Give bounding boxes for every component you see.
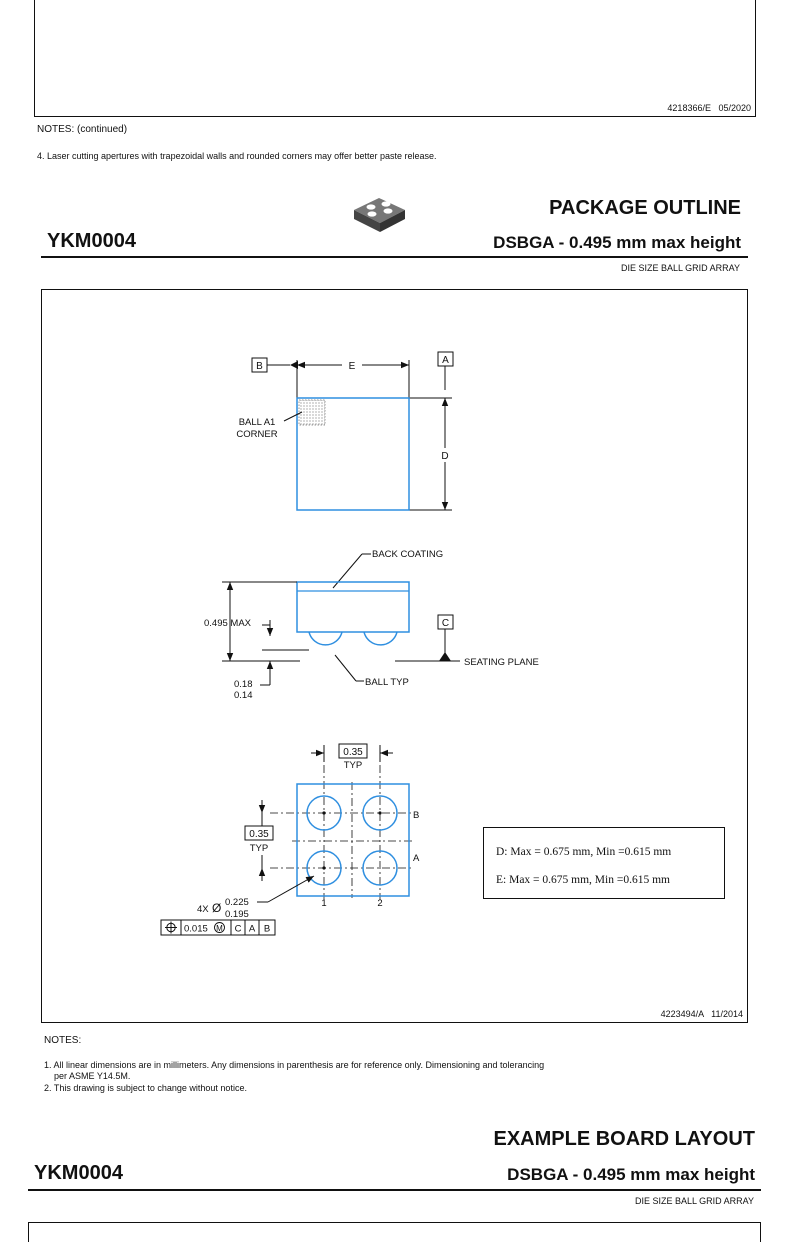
tol-ref-a: A bbox=[249, 924, 256, 935]
board-part-number: YKM0004 bbox=[34, 1162, 123, 1184]
package-part-number: YKM0004 bbox=[47, 230, 136, 252]
previous-drawing-id: 4218366/E 05/2020 bbox=[667, 103, 751, 113]
datum-b-label: B bbox=[256, 361, 263, 372]
standoff-max: 0.18 bbox=[234, 679, 253, 690]
die-top-outline bbox=[296, 397, 410, 511]
tol-ref-c: C bbox=[235, 924, 242, 935]
die-bottom-outline bbox=[296, 783, 410, 897]
package-header-rule bbox=[41, 256, 748, 258]
pitch-top-value: 0.35 bbox=[343, 747, 363, 758]
datum-c-label: C bbox=[442, 618, 449, 629]
back-coating-label: BACK COATING bbox=[372, 549, 443, 560]
notes-continued-item: 4. Laser cutting apertures with trapezoi… bbox=[37, 151, 437, 161]
ball-b2 bbox=[362, 795, 398, 831]
ball-dia-max: 0.225 bbox=[225, 897, 249, 908]
ball-dia-min: 0.195 bbox=[225, 909, 249, 920]
tolerance-value: 0.015 bbox=[184, 924, 208, 935]
dimension-row-e: E: Max = 0.675 mm, Min =0.615 mm bbox=[496, 874, 670, 886]
pitch-top-typ: TYP bbox=[344, 760, 362, 771]
previous-drawing-frame: 4218366/E 05/2020 bbox=[34, 0, 756, 117]
board-layout-frame bbox=[28, 1222, 761, 1242]
die-side-body bbox=[296, 581, 410, 633]
ball-typ-label: BALL TYP bbox=[365, 677, 409, 688]
board-layout-title: EXAMPLE BOARD LAYOUT bbox=[493, 1128, 755, 1150]
dim-d-label: D bbox=[441, 451, 448, 462]
notes-continued-heading: NOTES: (continued) bbox=[37, 124, 128, 135]
package-outline-drawing: B E A D BALL A1 CORNER BACK COATING bbox=[160, 351, 539, 936]
note-1: 1. All linear dimensions are in millimet… bbox=[44, 1060, 545, 1070]
board-header-rule bbox=[28, 1189, 761, 1191]
tolerance-modifier: M bbox=[216, 924, 223, 933]
ball-a1-label-2: CORNER bbox=[236, 429, 277, 440]
board-type-label: DIE SIZE BALL GRID ARRAY bbox=[634, 1196, 754, 1206]
col-2-label: 2 bbox=[377, 898, 382, 909]
notes-heading: NOTES: bbox=[44, 1035, 82, 1046]
pitch-top-box bbox=[338, 743, 368, 759]
pitch-left-box bbox=[244, 825, 274, 841]
pitch-left-value: 0.35 bbox=[249, 829, 269, 840]
package-type-label: DIE SIZE BALL GRID ARRAY bbox=[620, 263, 740, 273]
package-subtitle: DSBGA - 0.495 mm max height bbox=[493, 233, 741, 252]
side-ball-1 bbox=[308, 631, 343, 646]
row-b-label: B bbox=[413, 810, 419, 821]
feature-control-frame: 0.015 M C A B bbox=[160, 919, 276, 936]
note-1-cont: per ASME Y14.5M. bbox=[44, 1071, 131, 1081]
package-outline-frame: 4223494/A 11/2014 bbox=[41, 289, 748, 1023]
col-1-label: 1 bbox=[321, 898, 326, 909]
standoff-min: 0.14 bbox=[234, 690, 253, 701]
ball-a1-marker bbox=[298, 399, 326, 426]
note-2: 2. This drawing is subject to change wit… bbox=[44, 1083, 247, 1093]
pitch-left-typ: TYP bbox=[250, 843, 268, 854]
package-icon bbox=[351, 192, 409, 234]
ball-a1-label-1: BALL A1 bbox=[239, 417, 276, 428]
seating-plane-label: SEATING PLANE bbox=[464, 657, 539, 668]
side-view: BACK COATING 0.495 MAX C SEATING PLANE 0… bbox=[204, 549, 539, 701]
side-ball-2 bbox=[363, 631, 398, 646]
ball-a2 bbox=[362, 850, 398, 886]
dimension-row-d: D: Max = 0.675 mm, Min =0.615 mm bbox=[496, 846, 672, 858]
tol-ref-b: B bbox=[264, 924, 270, 935]
ball-b1 bbox=[306, 795, 342, 831]
datum-a-label: A bbox=[442, 355, 449, 366]
package-drawing-id: 4223494/A 11/2014 bbox=[660, 1009, 743, 1019]
diameter-symbol: Ø bbox=[212, 901, 221, 915]
ball-count-label: 4X bbox=[197, 904, 209, 915]
top-view: B E A D BALL A1 CORNER bbox=[236, 351, 454, 511]
ball-a1 bbox=[306, 850, 342, 886]
package-outline-title: PACKAGE OUTLINE bbox=[549, 197, 741, 219]
max-height-label: 0.495 MAX bbox=[204, 618, 252, 629]
dimension-table: D: Max = 0.675 mm, Min =0.615 mm E: Max … bbox=[483, 827, 725, 899]
board-subtitle: DSBGA - 0.495 mm max height bbox=[507, 1165, 755, 1184]
row-a-label: A bbox=[413, 853, 420, 864]
bottom-view: 0.35 TYP B A 1 2 0.35 TYP 4X bbox=[160, 743, 420, 936]
dim-e-label: E bbox=[349, 361, 356, 372]
